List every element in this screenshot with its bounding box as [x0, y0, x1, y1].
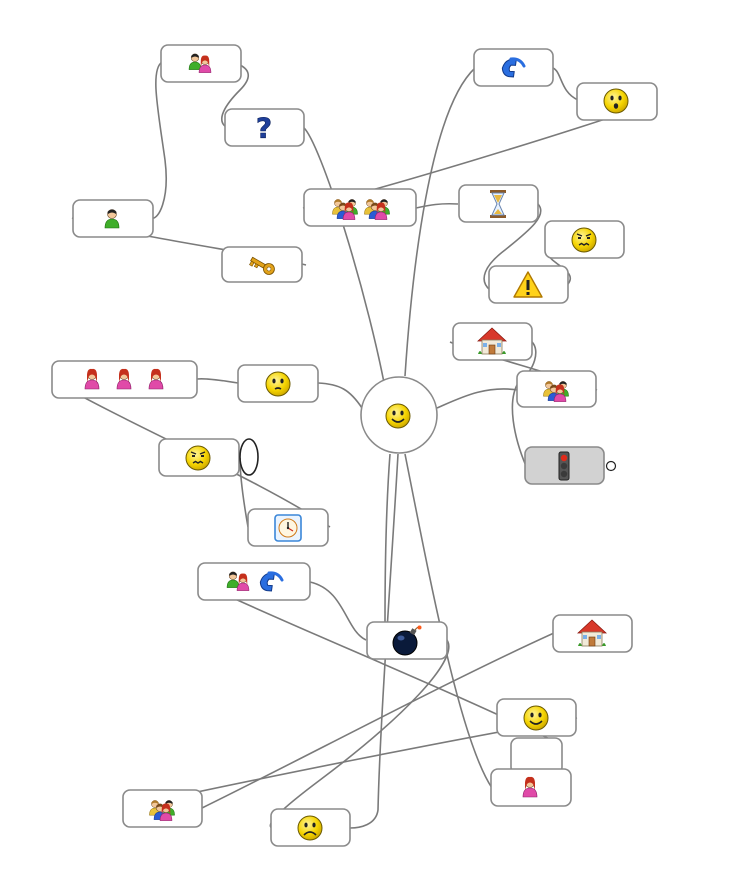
neutral-face-icon — [266, 372, 290, 396]
edge-root-phone — [404, 67, 476, 377]
root-node[interactable] — [360, 376, 438, 454]
smiley-icon — [386, 404, 410, 428]
node-bomb[interactable] — [366, 621, 448, 660]
node-user[interactable] — [72, 199, 154, 238]
smiley-icon — [524, 706, 548, 730]
node-home-bottom[interactable] — [552, 614, 633, 653]
collapse-toggle[interactable] — [605, 460, 617, 472]
node-surprised[interactable] — [576, 82, 658, 121]
node-clock[interactable] — [247, 508, 329, 547]
node-woman[interactable] — [490, 768, 572, 807]
edge-root-group — [436, 388, 519, 409]
node-group-bottom[interactable] — [122, 789, 203, 828]
edge-root-neutral — [317, 382, 363, 409]
node-angry-right[interactable] — [544, 220, 625, 259]
node-phone-top[interactable] — [473, 48, 554, 87]
surprised-face-icon — [604, 89, 628, 113]
edge-family-user — [151, 61, 167, 219]
node-family-top[interactable] — [160, 44, 242, 83]
traffic-light-icon — [558, 451, 570, 481]
node-warning[interactable] — [488, 265, 569, 304]
node-question[interactable] — [224, 108, 305, 147]
node-key[interactable] — [221, 246, 303, 283]
edge-root-bomb — [384, 453, 391, 623]
node-group-right[interactable] — [516, 370, 597, 408]
edge-question-family — [221, 64, 250, 128]
node-families[interactable] — [303, 188, 417, 227]
node-angry-left[interactable] — [158, 438, 259, 477]
angry-face-icon — [185, 445, 211, 471]
clock-icon — [274, 514, 302, 542]
edge-phone-surprised — [552, 67, 579, 101]
edge-root-sad-line — [349, 453, 399, 829]
angry-face-icon — [571, 227, 597, 253]
edge-root-question — [302, 126, 389, 405]
edge-hourglass-warning — [483, 203, 542, 291]
node-three-women[interactable] — [51, 360, 198, 399]
node-home-right[interactable] — [452, 322, 533, 361]
node-traffic-light[interactable] — [524, 446, 617, 485]
node-smiley-bottom[interactable] — [496, 698, 577, 737]
node-sad[interactable] — [270, 808, 351, 847]
edge-bomb-sad — [269, 639, 450, 829]
edge-neutral-women — [196, 377, 239, 384]
node-neutral[interactable] — [237, 364, 319, 403]
sad-face-icon — [298, 816, 322, 840]
edge-root-woman — [404, 453, 493, 789]
node-hourglass[interactable] — [458, 184, 539, 223]
edge-families-hourglass — [415, 202, 459, 209]
question-icon — [255, 111, 273, 145]
edge-groupbottom-homebottom — [201, 632, 555, 809]
nodes-layer — [51, 44, 658, 847]
node-family-phone[interactable] — [197, 562, 311, 601]
selection-ellipse — [239, 438, 259, 476]
edge-bomb-familyphone — [309, 581, 367, 641]
